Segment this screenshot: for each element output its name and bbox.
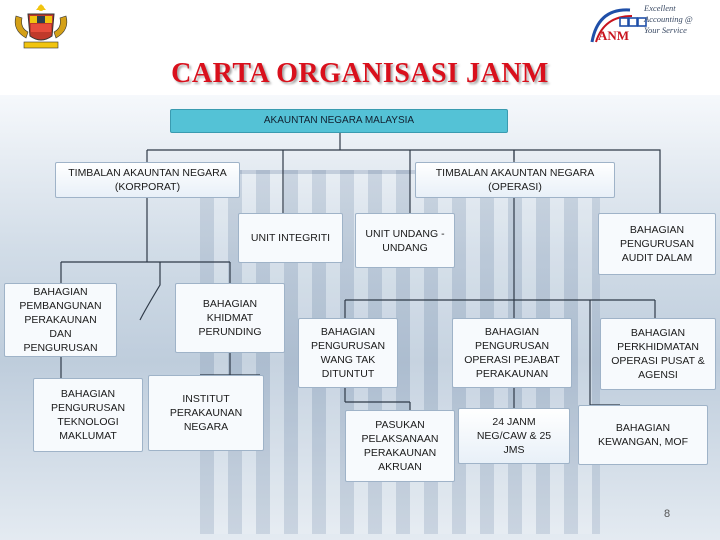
node-bahagian-khidmat-perunding: BAHAGIAN KHIDMAT PERUNDING: [175, 283, 285, 353]
node-akauntan-negara: AKAUNTAN NEGARA MALAYSIA: [170, 109, 508, 133]
anm-logo-text: ANM: [598, 28, 630, 43]
node-timbalan-korporat: TIMBALAN AKAUNTAN NEGARA (KORPORAT): [55, 162, 240, 198]
node-bahagian-operasi-pusat-agensi: BAHAGIAN PERKHIDMATAN OPERASI PUSAT & AG…: [600, 318, 716, 390]
anm-tagline: Excellent Accounting @ Your Service: [644, 3, 693, 35]
node-pasukan-akruan: PASUKAN PELAKSANAAN PERAKAUNAN AKRUAN: [345, 410, 455, 482]
node-bahagian-wang-tak-dituntut: BAHAGIAN PENGURUSAN WANG TAK DITUNTUT: [298, 318, 398, 388]
node-bahagian-kewangan-mof: BAHAGIAN KEWANGAN, MOF: [578, 405, 708, 465]
node-timbalan-operasi: TIMBALAN AKAUNTAN NEGARA (OPERASI): [415, 162, 615, 198]
coat-of-arms-logo: [14, 4, 68, 49]
node-unit-undang-undang: UNIT UNDANG - UNDANG: [355, 213, 455, 268]
node-bahagian-operasi-pejabat: BAHAGIAN PENGURUSAN OPERASI PEJABAT PERA…: [452, 318, 572, 388]
page-number: 8: [664, 508, 671, 520]
node-bahagian-pembangunan-perakaunan: BAHAGIAN PEMBANGUNAN PERAKAUNAN DAN PENG…: [4, 283, 117, 357]
node-bahagian-teknologi-maklumat: BAHAGIAN PENGURUSAN TEKNOLOGI MAKLUMAT: [33, 378, 143, 452]
page-title: CARTA ORGANISASI JANM: [171, 58, 549, 89]
node-institut-perakaunan-negara: INSTITUT PERAKAUNAN NEGARA: [148, 375, 264, 451]
node-unit-integriti: UNIT INTEGRITI: [238, 213, 343, 263]
node-bahagian-audit-dalam: BAHAGIAN PENGURUSAN AUDIT DALAM: [598, 213, 716, 275]
node-24-janm: 24 JANM NEG/CAW & 25 JMS: [458, 408, 570, 464]
anm-logo: [590, 8, 647, 43]
